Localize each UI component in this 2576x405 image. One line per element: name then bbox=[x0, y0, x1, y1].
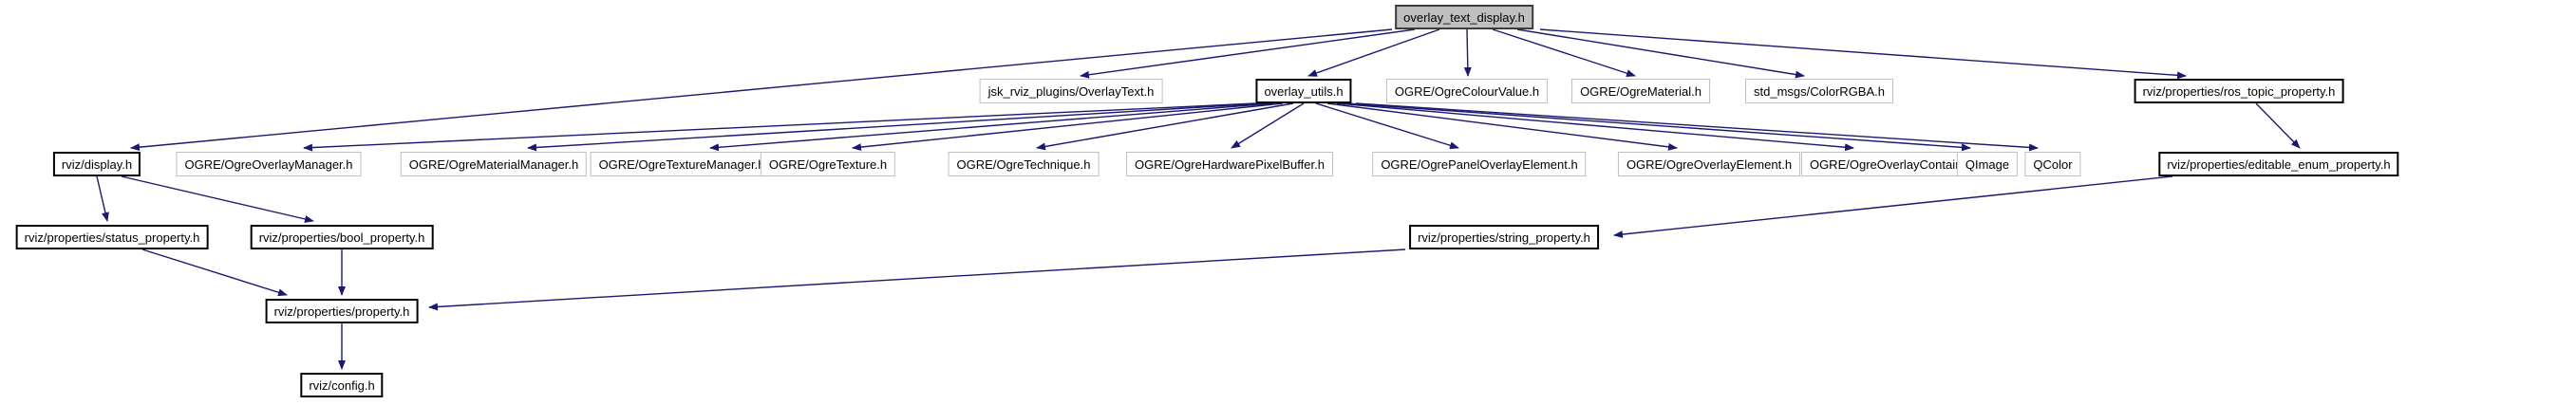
node-ogre-overlayelement: OGRE/OgreOverlayElement.h bbox=[1617, 152, 1801, 176]
node-ros-topic-property[interactable]: rviz/properties/ros_topic_property.h bbox=[2134, 79, 2344, 103]
edge-overlay-utils-to-ogre-panelelement bbox=[1315, 102, 1459, 150]
edge-overlay-utils-to-ogre-texturemanager bbox=[709, 102, 1274, 152]
edge-editable-enum-to-string-property bbox=[1613, 175, 2173, 239]
node-ogre-texturemanager: OGRE/OgreTextureManager.h bbox=[590, 152, 774, 176]
edge-string-property-to-property bbox=[428, 249, 1406, 311]
node-qimage: QImage bbox=[1956, 152, 2019, 176]
edge-rviz-display-to-bool-property bbox=[121, 175, 314, 223]
node-bool-property[interactable]: rviz/properties/bool_property.h bbox=[250, 225, 434, 249]
node-colorrgba: std_msgs/ColorRGBA.h bbox=[1745, 79, 1893, 103]
edge-overlay-utils-to-ogre-pixelbuffer bbox=[1231, 102, 1305, 149]
node-ogre-overlaymanager: OGRE/OgreOverlayManager.h bbox=[176, 152, 362, 176]
node-qcolor: QColor bbox=[2024, 152, 2081, 176]
node-config[interactable]: rviz/config.h bbox=[300, 373, 384, 397]
node-ogre-material: OGRE/OgreMaterial.h bbox=[1571, 79, 1710, 103]
node-rviz-display[interactable]: rviz/display.h bbox=[52, 152, 141, 176]
edge-overlay-text-display-to-rviz-display bbox=[130, 28, 1393, 152]
edge-overlay-utils-to-ogre-texture bbox=[852, 102, 1284, 152]
edge-overlay-utils-to-qcolor bbox=[1355, 102, 2039, 152]
node-property[interactable]: rviz/properties/property.h bbox=[265, 299, 419, 323]
edge-overlay-utils-to-ogre-technique bbox=[1036, 102, 1294, 151]
edge-overlay-utils-to-qimage bbox=[1345, 102, 1971, 152]
edge-overlay-text-display-to-ogre-colourvalue bbox=[1463, 28, 1472, 77]
node-ogre-colourvalue: OGRE/OgreColourValue.h bbox=[1385, 79, 1549, 103]
edge-ros-topic-property-to-editable-enum bbox=[2255, 102, 2301, 149]
edge-overlay-text-display-to-ogre-material bbox=[1492, 28, 1636, 78]
edge-overlay-text-display-to-overlaytext bbox=[1080, 28, 1416, 79]
node-status-property[interactable]: rviz/properties/status_property.h bbox=[15, 225, 209, 249]
edge-overlay-text-display-to-colorrgba bbox=[1516, 28, 1805, 79]
node-overlay-text-display: overlay_text_display.h bbox=[1395, 5, 1533, 29]
edge-rviz-display-to-status-property bbox=[96, 175, 109, 222]
node-ogre-panelelement: OGRE/OgrePanelOverlayElement.h bbox=[1372, 152, 1587, 176]
edge-overlay-utils-to-ogre-materialmanager bbox=[527, 102, 1265, 152]
edge-overlay-text-display-to-overlay-utils bbox=[1307, 28, 1440, 77]
node-editable-enum[interactable]: rviz/properties/editable_enum_property.h bbox=[2158, 152, 2399, 176]
node-string-property[interactable]: rviz/properties/string_property.h bbox=[1409, 225, 1599, 249]
edge-overlay-utils-to-ogre-overlaycontainer bbox=[1336, 102, 1854, 152]
edge-overlay-utils-to-ogre-overlayelement bbox=[1326, 102, 1678, 151]
node-ogre-technique: OGRE/OgreTechnique.h bbox=[948, 152, 1100, 176]
node-ogre-pixelbuffer: OGRE/OgreHardwarePixelBuffer.h bbox=[1126, 152, 1333, 176]
edge-status-property-to-property bbox=[141, 249, 288, 297]
node-ogre-materialmanager: OGRE/OgreMaterialManager.h bbox=[400, 152, 588, 176]
node-overlaytext: jsk_rviz_plugins/OverlayText.h bbox=[979, 79, 1163, 103]
node-overlay-utils[interactable]: overlay_utils.h bbox=[1255, 79, 1352, 103]
edge-overlay-text-display-to-ros-topic-property bbox=[1539, 28, 2187, 80]
node-ogre-texture: OGRE/OgreTexture.h bbox=[760, 152, 896, 176]
edge-overlay-utils-to-ogre-overlaymanager bbox=[303, 102, 1256, 152]
